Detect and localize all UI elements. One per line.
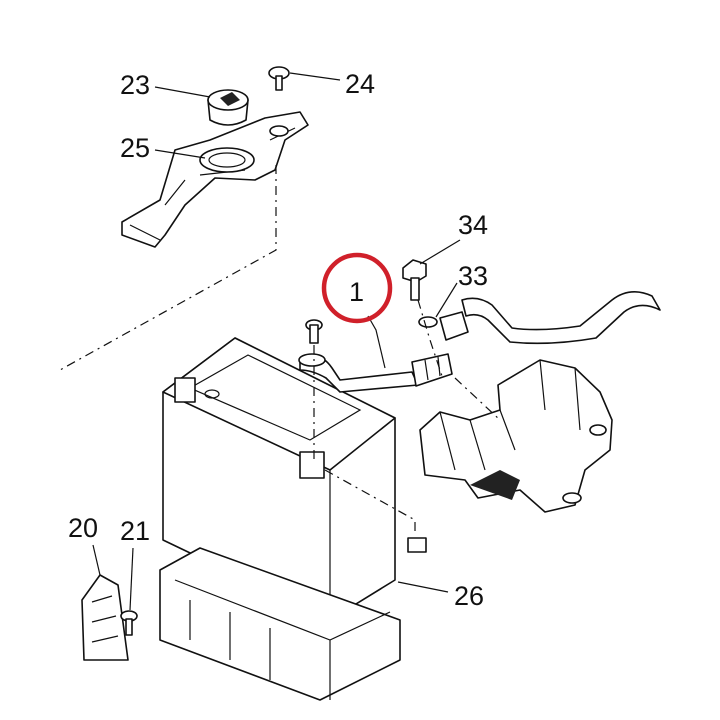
alignment-line-bracket xyxy=(59,165,277,371)
bolt-icon[interactable] xyxy=(402,259,427,301)
leader-33 xyxy=(435,282,458,318)
callout-21[interactable]: 21 xyxy=(120,516,150,546)
leader-34 xyxy=(419,239,461,265)
callout-25[interactable]: 25 xyxy=(120,133,150,163)
bolt-terminal-icon[interactable] xyxy=(305,319,323,344)
frame-mount xyxy=(419,359,613,513)
leader-26 xyxy=(397,581,449,593)
callout-26[interactable]: 26 xyxy=(454,581,484,611)
washer-33[interactable] xyxy=(418,316,438,328)
battery-cable-icon[interactable] xyxy=(298,353,453,393)
leader-1 xyxy=(367,315,386,369)
wiring-harness[interactable] xyxy=(439,291,661,345)
callout-33[interactable]: 33 xyxy=(458,261,488,291)
callout-20[interactable]: 20 xyxy=(68,513,98,543)
terminal-nut[interactable] xyxy=(407,537,427,553)
screw-21-icon[interactable] xyxy=(120,610,138,636)
highlight-circle xyxy=(321,252,393,324)
callout-34[interactable]: 34 xyxy=(458,210,488,240)
battery-hold-bracket[interactable] xyxy=(121,111,309,248)
cap-icon[interactable] xyxy=(207,89,249,126)
screw-24-icon[interactable] xyxy=(268,66,290,91)
alignment-line-bolt xyxy=(417,299,443,377)
leader-20 xyxy=(92,544,101,576)
leader-25 xyxy=(154,149,206,159)
battery-tray xyxy=(159,547,401,701)
callout-1[interactable]: 1 xyxy=(349,277,364,307)
leader-23 xyxy=(154,86,211,98)
callout-24[interactable]: 24 xyxy=(345,69,375,99)
battery-icon[interactable] xyxy=(162,337,396,621)
battery-clamp[interactable] xyxy=(81,574,129,661)
leader-21 xyxy=(129,547,134,611)
leader-24 xyxy=(289,72,341,81)
callout-23[interactable]: 23 xyxy=(120,70,150,100)
alignment-line-nut xyxy=(324,469,416,535)
